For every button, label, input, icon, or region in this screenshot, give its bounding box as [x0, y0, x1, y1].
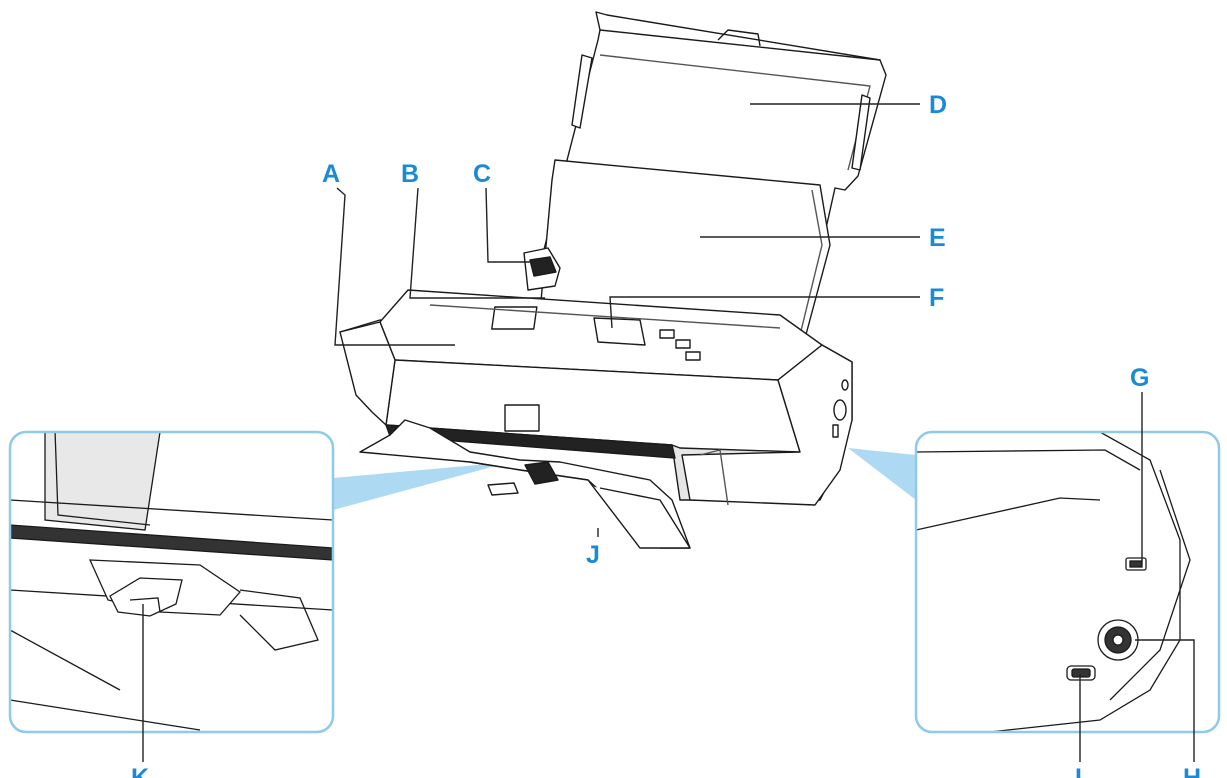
right-inset-border — [914, 430, 1221, 734]
right-inset — [914, 430, 1221, 734]
paper-support-side-left — [571, 54, 593, 129]
leader-h — [1135, 639, 1195, 762]
label-e: E — [929, 224, 946, 252]
left-inset-tab-inner — [129, 597, 161, 613]
left-inset-slot-band — [10, 524, 333, 561]
panel-button-3 — [685, 351, 701, 361]
paper-support-tab — [717, 29, 761, 47]
paper-output-slot — [429, 304, 781, 329]
right-callout-wedge — [848, 448, 916, 500]
paper-support-top-edge — [595, 11, 881, 61]
left-inset-window — [44, 432, 161, 531]
right-inset-housing — [916, 432, 1181, 732]
paper-support-side-right — [851, 94, 871, 171]
right-inset-shelf — [916, 497, 1101, 531]
battery-port-inner — [1071, 668, 1091, 678]
paper-guide-detail — [529, 256, 557, 277]
label-a: A — [322, 160, 340, 188]
dc-in-pin — [1112, 634, 1124, 646]
panel-keys — [593, 317, 646, 346]
label-h: H — [1183, 764, 1201, 778]
printer-right-end-detail — [699, 449, 729, 506]
panel-display — [491, 306, 538, 330]
printer-left-end — [339, 321, 396, 426]
right-inset-top-line — [916, 449, 1141, 471]
front-window — [504, 404, 540, 432]
left-inset — [8, 430, 335, 734]
panel-button-1 — [659, 329, 675, 339]
left-inset-border — [8, 430, 335, 734]
label-b: B — [401, 160, 419, 188]
printer-right-port — [833, 399, 847, 421]
left-inset-window-edge — [54, 432, 151, 526]
leader-a — [334, 187, 455, 346]
label-g: G — [1130, 364, 1149, 392]
printer-right-port-small — [841, 379, 849, 391]
printer-right-end — [681, 344, 853, 506]
part-labels: A B C D E F G H I J K — [131, 91, 1201, 778]
leader-c — [485, 187, 533, 263]
left-inset-floor-line — [10, 629, 121, 691]
left-inset-tray-detail — [239, 589, 319, 651]
label-j: J — [586, 541, 600, 569]
label-i: I — [1075, 764, 1082, 778]
printer-right-slot — [832, 424, 839, 438]
usb-port-inner — [1129, 560, 1143, 568]
left-inset-tab — [109, 577, 183, 617]
tray-tab-front — [487, 482, 519, 496]
label-c: C — [473, 160, 491, 188]
paper-output-tray-front — [469, 461, 691, 549]
left-callout-wedge — [333, 462, 510, 510]
left-inset-tray-lower — [10, 699, 201, 731]
printer-illustration — [339, 11, 887, 549]
panel-button-2 — [675, 339, 691, 349]
label-d: D — [929, 91, 947, 119]
leader-lines — [142, 103, 1195, 762]
leader-f — [609, 296, 920, 329]
tray-tab-center — [524, 461, 559, 485]
label-k: K — [131, 764, 149, 778]
paper-support-extension-side — [799, 189, 823, 336]
front-output-slot — [385, 424, 676, 459]
leader-b — [409, 187, 545, 299]
left-inset-slot-top — [10, 499, 333, 521]
label-f: F — [929, 284, 944, 312]
right-inset-rim — [1109, 469, 1191, 701]
